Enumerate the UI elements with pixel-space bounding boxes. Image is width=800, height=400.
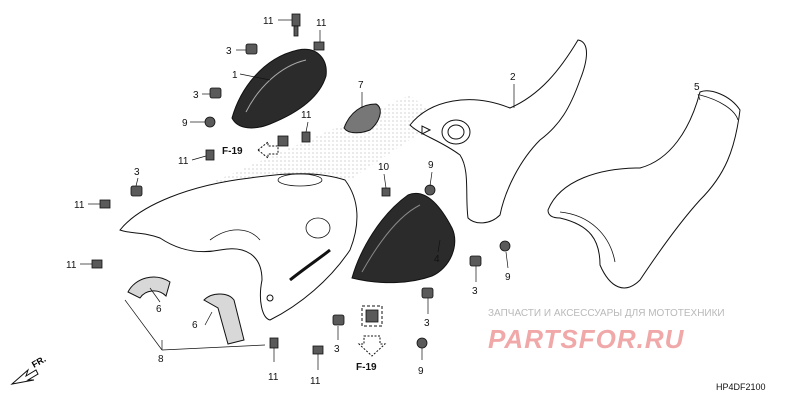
ref-arrow-bottom [357,335,387,357]
callout-6-right: 6 [192,320,198,331]
callout-3-lower: 3 [424,318,430,329]
clip-10 [381,187,391,197]
part-7-pad [343,103,381,134]
watermark-brand: PARTSFOR.RU [488,324,685,354]
callout-3-left: 3 [134,167,140,178]
grommet-3b [209,87,222,99]
callout-9-right: 9 [505,272,511,283]
screw-9b [424,184,436,196]
callout-6-left: 6 [156,304,162,315]
grommet-3c [130,185,143,197]
bolt-11b [313,41,325,51]
callout-9-bottom: 9 [418,366,424,377]
ref-label-top: F-19 [222,146,243,157]
grommet-3e [421,287,434,299]
clip-bracket-f19 [361,305,383,327]
callout-10: 10 [378,162,390,173]
callout-11-left: 11 [74,200,85,211]
bolt-11d [205,149,215,161]
grommet-3f [332,314,345,326]
screw-9d [416,337,428,349]
callout-11-left-lower: 11 [66,260,77,271]
watermark-caption: ЗАПЧАСТИ И АКСЕССУАРЫ ДЛЯ МОТОТЕХНИКИ [488,308,725,319]
bolt-11e [99,199,111,209]
part-4-shroud [351,193,456,284]
callout-2: 2 [510,72,516,83]
callout-3-right: 3 [472,286,478,297]
ref-arrow-top [257,140,279,160]
diagram-code: HP4DF2100 [716,382,766,392]
callout-8: 8 [158,354,164,365]
part-1-front-cover [231,48,327,129]
bolt-11f [91,259,103,269]
bolt-11h [312,345,324,355]
callout-3-bottom: 3 [334,344,340,355]
grommet-3d [469,255,482,267]
callout-5: 5 [694,82,700,93]
leader-lines [80,19,701,370]
callout-4: 4 [434,254,440,265]
callout-3-top: 3 [226,46,232,57]
bolt-11a [291,13,301,37]
bolt-11c [301,131,311,143]
callout-1: 1 [232,70,238,81]
screw-9a [204,116,216,128]
callout-7: 7 [358,80,364,91]
part-5-side-cover-right [547,90,741,289]
part-2-side-cover [409,39,587,224]
callout-3-upper: 3 [193,90,199,101]
callout-11-top-left: 11 [263,16,274,27]
clip-top-f19 [277,135,289,147]
callout-9-mid: 9 [428,160,434,171]
grommet-3a [245,43,258,55]
callout-11-bottom-right: 11 [310,376,321,387]
callout-9-upper: 9 [182,118,188,129]
front-direction-label: FR. [30,354,48,370]
part-8-lower-cover [119,173,358,321]
ref-label-bottom: F-19 [356,362,377,373]
part-6-strip-a [127,276,171,299]
callout-11-mid: 11 [301,110,312,121]
part-6-strip-b [203,293,245,345]
callout-11-bottom-left: 11 [268,372,279,383]
callout-11-left-upper: 11 [178,156,189,167]
callout-11-top-right: 11 [316,18,327,29]
screw-9c [499,240,511,252]
front-direction-arrow-icon [10,368,39,385]
bolt-11g [269,337,279,349]
